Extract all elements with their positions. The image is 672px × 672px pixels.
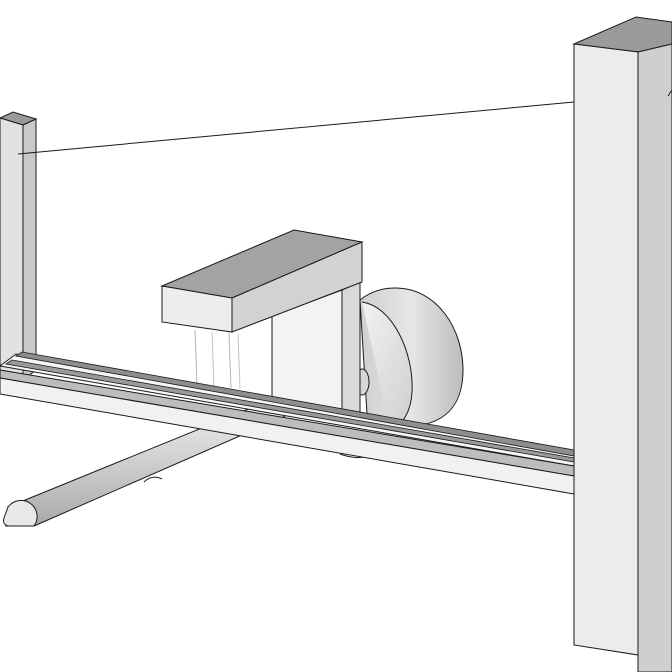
carriage-head	[160, 229, 364, 333]
left-pillar	[0, 111, 38, 382]
rail-track	[0, 351, 575, 495]
drive-wheel	[354, 287, 464, 431]
tension-line	[17, 101, 575, 155]
right-pillar	[572, 16, 672, 672]
guide-pins	[194, 329, 241, 390]
